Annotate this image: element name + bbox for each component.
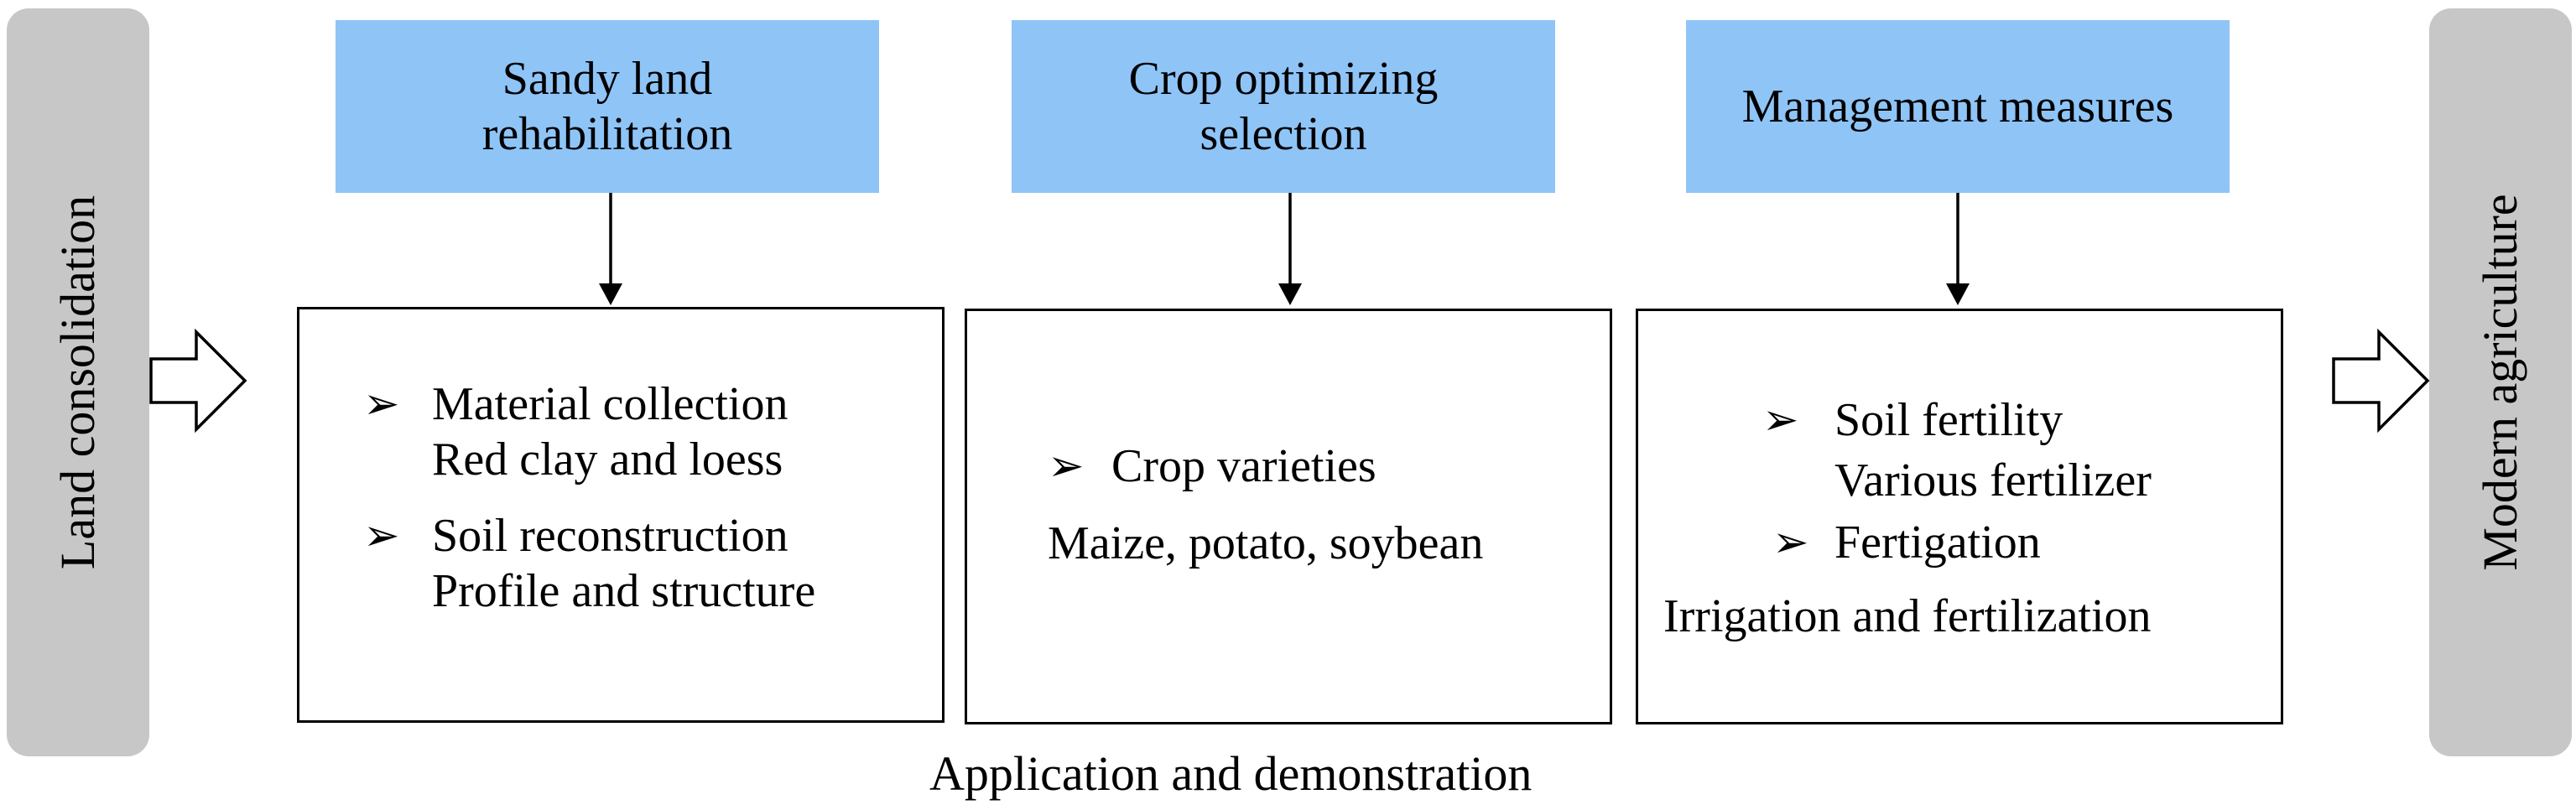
item-detail: Various fertilizer — [1834, 454, 2152, 506]
content-box-sandy-land: ➢ Material collection Red clay and loess… — [297, 307, 945, 723]
header-label: Crop optimizing selection — [1128, 53, 1439, 160]
item-detail: Irrigation and fertilization — [1663, 590, 2152, 642]
arrowhead-bullet-icon: ➢ — [1762, 397, 1799, 444]
header-box-sandy-land: Sandy land rehabilitation — [336, 20, 879, 193]
header-box-crop-selection: Crop optimizing selection — [1012, 20, 1555, 193]
item-title: Soil reconstruction — [432, 510, 788, 562]
item-detail: Red clay and loess — [432, 434, 783, 485]
content-box-crop-selection: ➢ Crop varieties Maize, potato, soybean — [965, 309, 1612, 724]
header-label: Management measures — [1741, 80, 2174, 132]
item-title: Fertigation — [1834, 517, 2041, 569]
item-title: Material collection — [432, 378, 788, 430]
item-detail: Maize, potato, soybean — [1048, 517, 1484, 569]
item-detail: Profile and structure — [432, 565, 816, 617]
footer-label: Application and demonstration — [929, 746, 1533, 801]
header-box-management: Management measures — [1686, 20, 2230, 193]
arrowhead-bullet-icon: ➢ — [363, 512, 400, 560]
header-label: Sandy land rehabilitation — [481, 53, 733, 160]
hollow-right-arrow-icon — [2332, 328, 2430, 434]
arrowhead-bullet-icon: ➢ — [1772, 519, 1809, 567]
hollow-right-arrow-icon — [149, 328, 247, 434]
content-box-management: ➢ Soil fertility Various fertilizer ➢ Fe… — [1636, 309, 2283, 724]
down-arrowhead-icon — [1278, 283, 1302, 305]
down-arrowhead-icon — [599, 283, 622, 305]
arrowhead-bullet-icon: ➢ — [1048, 443, 1085, 491]
item-title: Soil fertility — [1834, 394, 2063, 446]
down-arrowhead-icon — [1946, 283, 1970, 305]
arrowhead-bullet-icon: ➢ — [363, 381, 400, 428]
item-title: Crop varieties — [1111, 440, 1376, 492]
side-bar-modern-agriculture: Modern agriculture — [2429, 8, 2572, 756]
side-bar-land-consolidation: Land consolidation — [7, 8, 149, 756]
